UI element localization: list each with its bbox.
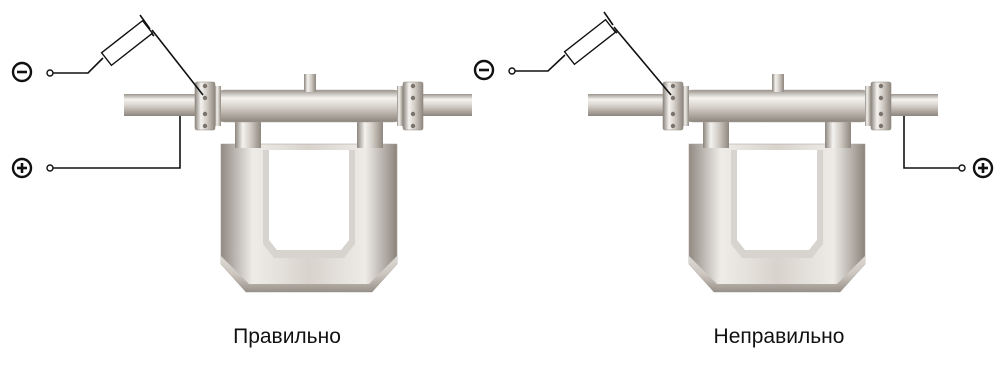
caption-correct: Правильно: [233, 325, 341, 348]
pipe-left-segment: [588, 94, 674, 116]
terminal-screw-icon: [958, 164, 966, 172]
minus-circle-icon: [11, 61, 33, 83]
caption-incorrect: Неправильно: [713, 325, 845, 348]
resistor-icon: [100, 19, 154, 67]
pipe-left-segment: [124, 94, 204, 116]
diagram-correct: [11, 14, 472, 293]
pipe-right-segment: [410, 94, 472, 116]
resistor-icon: [563, 18, 617, 66]
plus-circle-icon: [11, 157, 33, 179]
flow-meter-icon: [662, 73, 892, 293]
plus-circle-icon: [972, 157, 994, 179]
wiring-positive: [50, 116, 181, 169]
flow-meter-icon: [194, 73, 424, 293]
terminal-screw-icon: [508, 67, 516, 75]
minus-circle-icon: [473, 59, 495, 81]
terminal-screw-icon: [46, 164, 54, 172]
wiring-negative: [50, 14, 204, 96]
wiring-positive: [903, 116, 962, 169]
diagram-incorrect: [473, 11, 994, 293]
terminal-screw-icon: [46, 69, 54, 77]
wiring-negative: [512, 11, 672, 96]
